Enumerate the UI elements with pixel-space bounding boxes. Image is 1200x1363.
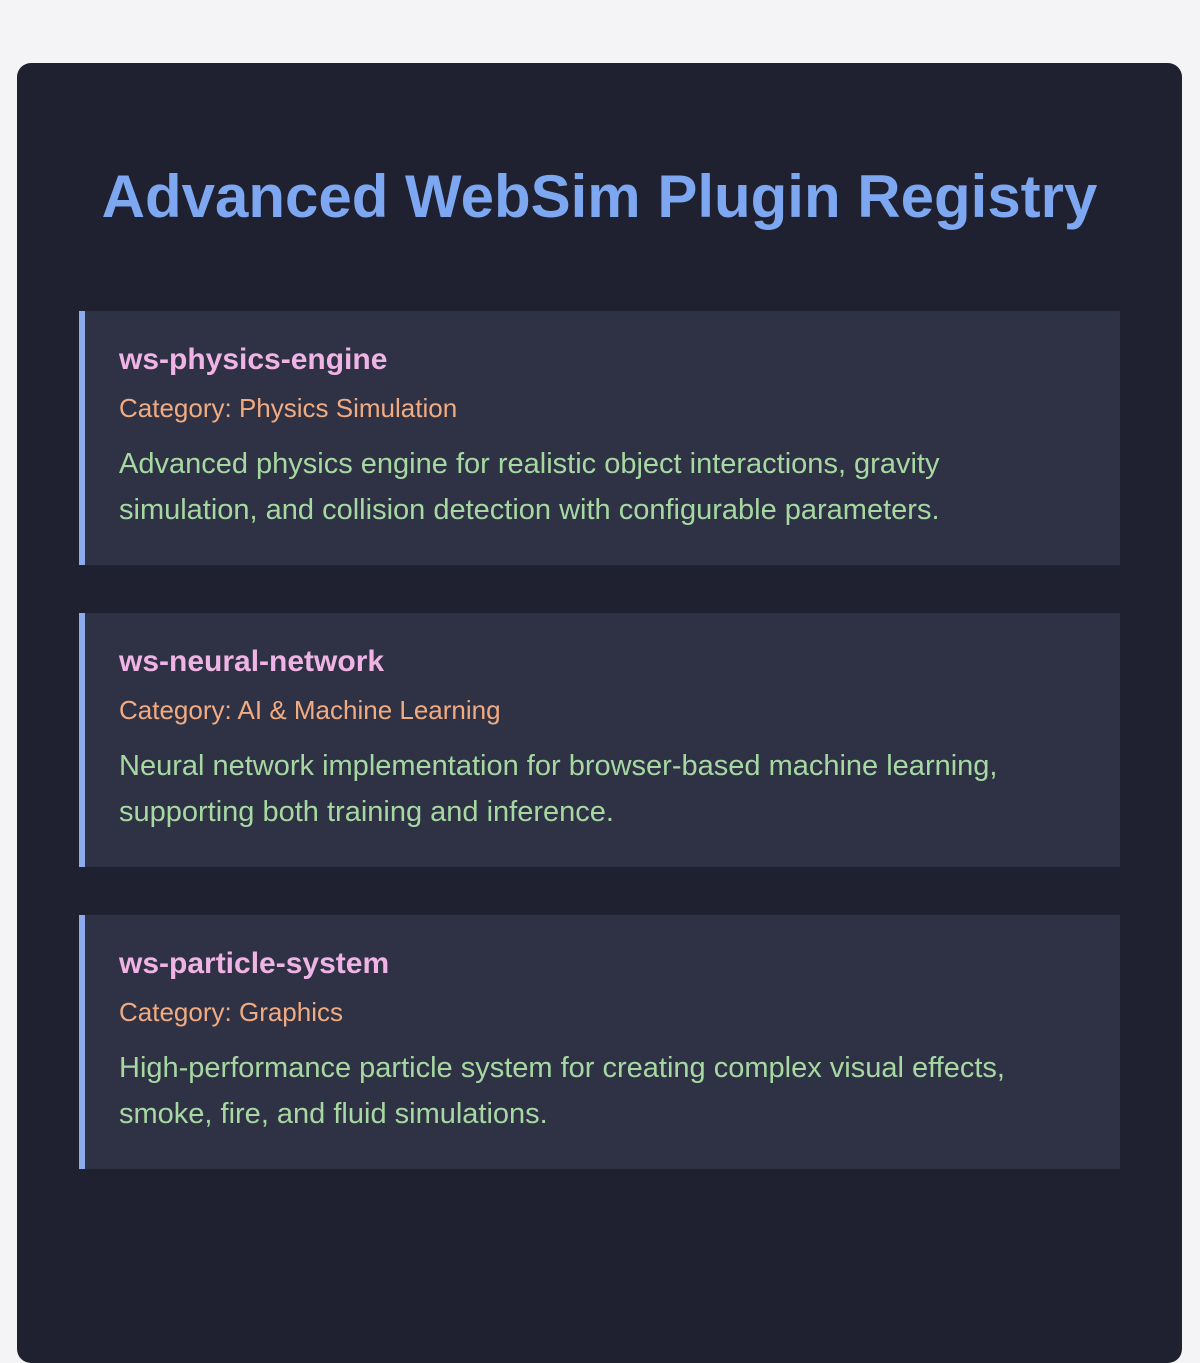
plugin-name: ws-neural-network — [119, 645, 385, 678]
plugin-description: Advanced physics engine for realistic ob… — [119, 448, 940, 526]
plugin-registry-container: Advanced WebSim Plugin Registry ws-physi… — [17, 63, 1182, 1363]
plugin-card-neural-network: ws-neural-network Category: AI & Machine… — [79, 613, 1120, 867]
plugin-category-line: Category: AI & Machine Learning — [119, 693, 1065, 727]
plugin-card-physics-engine: ws-physics-engine Category: Physics Simu… — [79, 311, 1120, 565]
category-label: Category: — [119, 695, 232, 725]
page-title: Advanced WebSim Plugin Registry — [101, 163, 1098, 230]
plugin-category-line: Category: Graphics — [119, 995, 1065, 1029]
category-value: Physics Simulation — [238, 393, 458, 423]
category-label: Category: — [119, 997, 232, 1027]
plugin-description: High-performance particle system for cre… — [119, 1052, 1005, 1130]
plugin-category-line: Category: Physics Simulation — [119, 391, 1065, 425]
plugin-name: ws-particle-system — [119, 947, 390, 980]
plugin-card-particle-system: ws-particle-system Category: Graphics Hi… — [79, 915, 1120, 1169]
category-value: AI & Machine Learning — [237, 695, 501, 725]
plugin-name: ws-physics-engine — [119, 343, 388, 376]
category-value: Graphics — [238, 997, 344, 1027]
plugin-description: Neural network implementation for browse… — [119, 750, 998, 828]
category-label: Category: — [119, 393, 232, 423]
